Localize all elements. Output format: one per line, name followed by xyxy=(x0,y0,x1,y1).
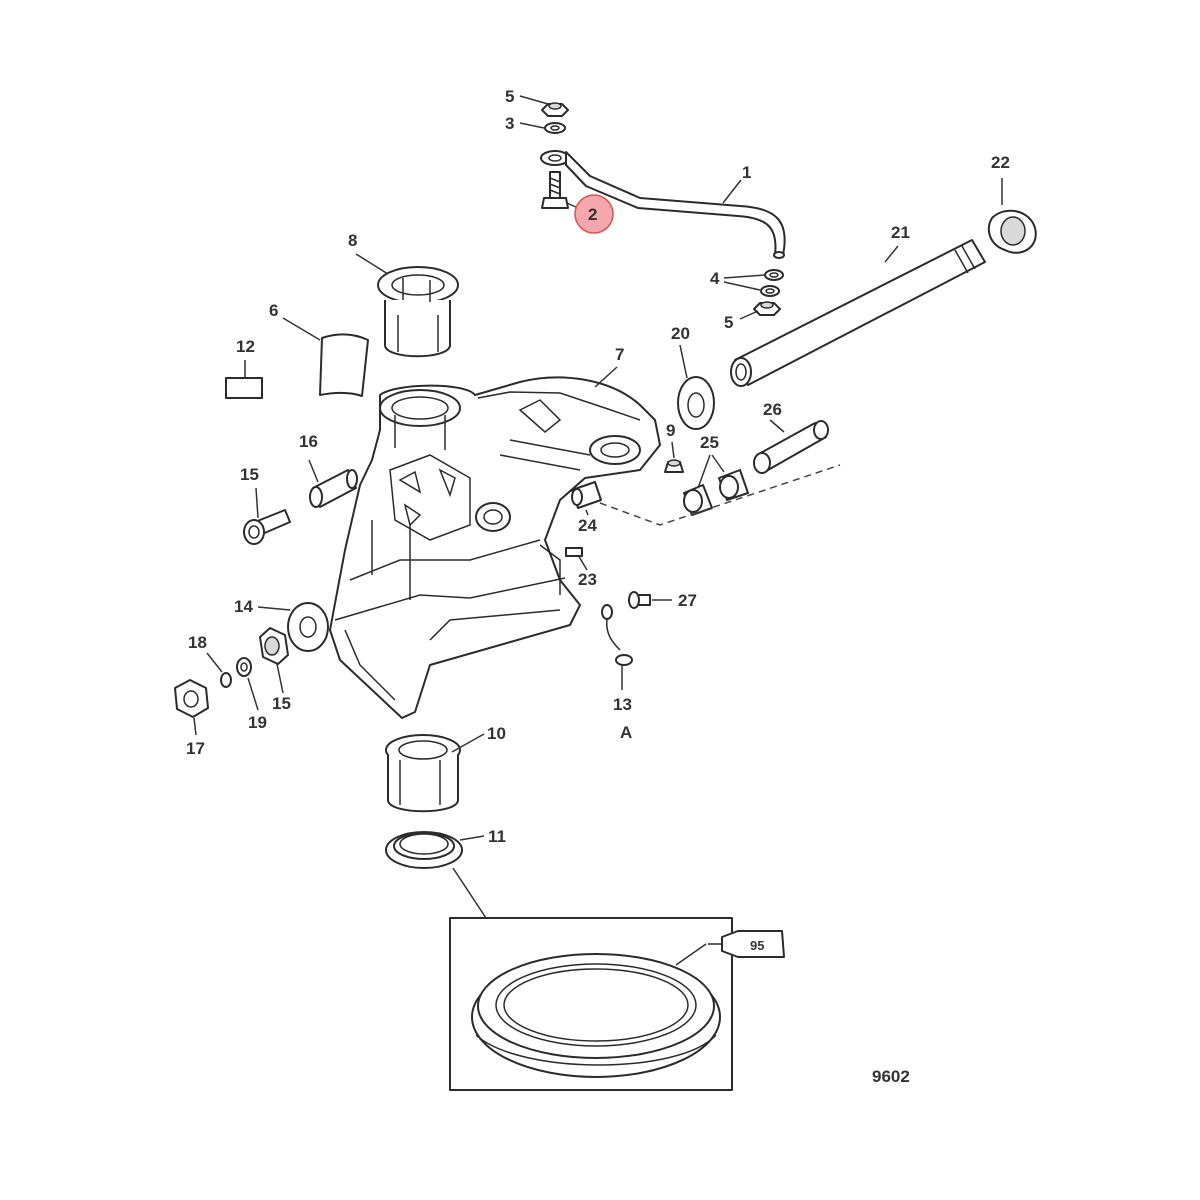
callout-19: 19 xyxy=(248,713,267,732)
callout-26: 26 xyxy=(763,400,782,419)
part-24-pin xyxy=(571,464,841,526)
callout-2: 2 xyxy=(588,205,597,224)
part-15-screw-upper xyxy=(243,509,291,545)
part-19-spacer xyxy=(236,657,252,677)
part-11-seal xyxy=(385,831,463,869)
part-1-steering-link-rod xyxy=(540,150,786,259)
highlight-circle xyxy=(574,194,614,234)
highlight-part-2 xyxy=(566,194,614,234)
part-18-washer xyxy=(220,672,232,688)
callout-15-lower: 15 xyxy=(272,694,291,713)
callout-11: 11 xyxy=(488,827,506,846)
part-10-lower-bushing xyxy=(385,734,461,813)
callout-20: 20 xyxy=(671,324,690,343)
callout-27: 27 xyxy=(678,591,697,610)
part-3-washer xyxy=(544,122,566,134)
view-label-a: A xyxy=(620,723,632,742)
leader-lines xyxy=(193,95,1003,966)
part-16-sleeve xyxy=(309,469,358,508)
part-25-bushings xyxy=(683,469,749,516)
part-27-screw xyxy=(628,591,651,609)
callout-5-lower: 5 xyxy=(724,313,733,332)
sealant-tube-95 xyxy=(708,930,785,958)
callout-15-upper: 15 xyxy=(240,465,259,484)
callout-16: 16 xyxy=(299,432,318,451)
callout-4: 4 xyxy=(710,269,720,288)
callout-9: 9 xyxy=(666,421,675,440)
part-21-tilt-tube xyxy=(730,239,986,387)
callout-8: 8 xyxy=(348,231,357,250)
part-22-tilt-tube-nut xyxy=(987,209,1037,254)
callout-21: 21 xyxy=(891,223,910,242)
part-13-ground-strap xyxy=(601,604,633,666)
tube-label-95: 95 xyxy=(750,938,764,953)
part-14-washer xyxy=(287,602,329,652)
seal-detail-inset xyxy=(449,917,733,1091)
callout-17: 17 xyxy=(186,739,205,758)
part-2-bolt xyxy=(541,171,569,209)
part-26-tilt-tube-sleeve xyxy=(753,420,829,474)
callout-5-top: 5 xyxy=(505,87,514,106)
part-7-swivel-bracket xyxy=(329,376,661,719)
part-23-key xyxy=(565,547,583,557)
callout-25: 25 xyxy=(700,433,719,452)
part-6-wear-pad xyxy=(319,333,369,397)
part-5-nut-lower xyxy=(753,301,781,316)
callout-labels: 5 3 1 22 21 8 4 5 6 12 7 20 26 9 25 16 1… xyxy=(186,87,1010,1086)
callout-3: 3 xyxy=(505,114,514,133)
callout-24: 24 xyxy=(578,516,597,535)
callout-22: 22 xyxy=(991,153,1010,172)
callout-10: 10 xyxy=(487,724,506,743)
part-5-nut-top xyxy=(541,102,569,117)
callout-13: 13 xyxy=(613,695,632,714)
part-17-nut xyxy=(174,679,209,718)
callout-23: 23 xyxy=(578,570,597,589)
part-15-nut-lower xyxy=(259,627,289,665)
callout-7: 7 xyxy=(615,345,624,364)
part-9-grease-fitting xyxy=(664,459,684,473)
callout-14: 14 xyxy=(234,597,253,616)
figure-number: 9602 xyxy=(872,1067,910,1086)
part-8-upper-bushing xyxy=(377,266,459,358)
callout-12: 12 xyxy=(236,337,255,356)
callout-1: 1 xyxy=(742,163,751,182)
part-4-washers xyxy=(760,269,784,297)
part-20-thrust-washer xyxy=(677,376,715,430)
part-12-decal xyxy=(225,377,263,399)
callout-18: 18 xyxy=(188,633,207,652)
callout-6: 6 xyxy=(269,301,278,320)
